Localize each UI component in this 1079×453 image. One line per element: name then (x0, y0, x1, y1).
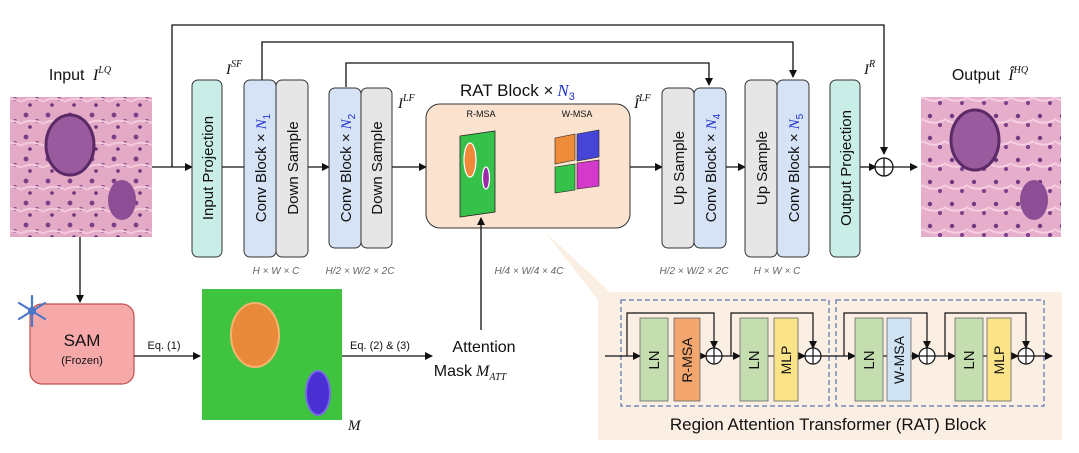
add-plus-output (875, 158, 893, 176)
sam-label: SAM (64, 331, 101, 350)
conv4-n: N (704, 118, 720, 130)
attention-line1: Attention (452, 339, 515, 356)
up1-label: Up Sample (671, 131, 688, 205)
ln-label-2: LN (746, 350, 763, 369)
up2-label: Up Sample (754, 131, 771, 205)
input-image (10, 97, 152, 237)
down1-label: Down Sample (285, 121, 302, 214)
output-symbol: Î (1007, 65, 1015, 84)
mask-label: M (347, 418, 362, 434)
conv-block-4: Conv Block × N4 (693, 87, 727, 249)
conv2-text: Conv Block × (338, 133, 355, 222)
global-skip-line (171, 24, 888, 167)
sam-sub: (Frozen) (61, 355, 103, 367)
segmentation-mask-image (202, 289, 342, 420)
up-sample-block-2: Up Sample (744, 79, 778, 258)
feature-ir: IR (863, 59, 875, 78)
rat-detail-diagram: LN R-MSA LN MLP LN W-MSA LN MLP (605, 299, 1053, 407)
dim-1: H × W × C (253, 266, 300, 277)
dim-5: H × W × C (754, 266, 801, 277)
input-symbol: I (92, 67, 99, 84)
svg-text:Conv Block ×N1: Conv Block × N1 (253, 113, 273, 222)
rat-detail-caption: Region Attention Transformer (RAT) Block (670, 415, 987, 434)
conv1-n: N (254, 118, 270, 130)
rat-block-title: RAT Block ×N3 (460, 81, 575, 103)
ln-label-4: LN (961, 350, 978, 369)
dim-4: H/2 × W/2 × 2C (660, 266, 730, 277)
down-sample-block-1: Down Sample (275, 79, 309, 258)
conv4-text: Conv Block × (703, 133, 720, 222)
conv5-text: Conv Block × (786, 133, 803, 222)
down-sample-block-2: Down Sample (360, 87, 393, 249)
conv2-sub: 2 (347, 113, 358, 119)
input-projection-block: Input Projection (191, 79, 223, 258)
sam-box (29, 303, 135, 385)
output-projection-label: Output Projection (838, 110, 855, 226)
skip-line-2 (345, 62, 713, 87)
rat-rmsa-label: R-MSA (467, 109, 496, 119)
rmsa-mask-thumbnail (459, 130, 496, 218)
snowflake-icon (17, 294, 47, 328)
up-sample-block-1: Up Sample (661, 87, 695, 249)
conv1-text: Conv Block × (253, 133, 270, 222)
svg-text:Conv Block ×N5: Conv Block × N5 (786, 113, 806, 222)
svg-text:Conv Block ×N2: Conv Block × N2 (338, 113, 358, 222)
output-label: Output (952, 67, 1001, 84)
rat-block-box (425, 103, 631, 229)
wmsa-label: W-MSA (891, 335, 907, 384)
svg-text:Conv Block ×N4: Conv Block × N4 (703, 113, 723, 222)
conv4-sub: 4 (712, 113, 723, 119)
dim-3: H/4 × W/4 × 4C (495, 266, 565, 277)
rat-detail-background (545, 232, 1062, 440)
ln-label-3: LN (861, 350, 878, 369)
svg-text:Input ILQ: Input ILQ (49, 65, 112, 84)
down2-label: Down Sample (369, 121, 386, 214)
eq23-label: Eq. (2) & (3) (350, 340, 410, 352)
rmsa-label: R-MSA (679, 337, 695, 383)
conv1-sub: 1 (262, 113, 273, 119)
feature-isf: ISF (225, 59, 243, 78)
mlp-label-1: MLP (778, 346, 794, 375)
conv2-n: N (339, 118, 355, 130)
skip-line-1 (261, 41, 797, 80)
conv-block-1: Conv Block × N1 (243, 79, 277, 258)
conv-block-2: Conv Block × N2 (328, 87, 362, 249)
input-label: Input (49, 67, 85, 84)
output-image (921, 97, 1061, 237)
input-projection-label: Input Projection (200, 116, 217, 220)
feature-ilf-hat: ÎLF (633, 93, 652, 112)
feature-ilf: ILF (397, 93, 416, 112)
conv5-n: N (787, 118, 803, 130)
conv5-sub: 5 (795, 113, 806, 119)
eq1-label: Eq. (1) (147, 340, 180, 352)
output-projection-block: Output Projection (829, 79, 861, 258)
conv-block-5: Conv Block × N5 (776, 79, 810, 258)
dim-2: H/2 × W/2 × 2C (326, 266, 396, 277)
wmsa-windows-thumbnail (554, 129, 600, 194)
rat-wmsa-label: W-MSA (562, 109, 593, 119)
mlp-label-2: MLP (991, 346, 1007, 375)
output-sup: HQ (1013, 65, 1029, 76)
input-sup: LQ (97, 65, 112, 76)
svg-text:Output ÎHQ: Output ÎHQ (952, 65, 1029, 84)
ln-label-1: LN (646, 350, 663, 369)
